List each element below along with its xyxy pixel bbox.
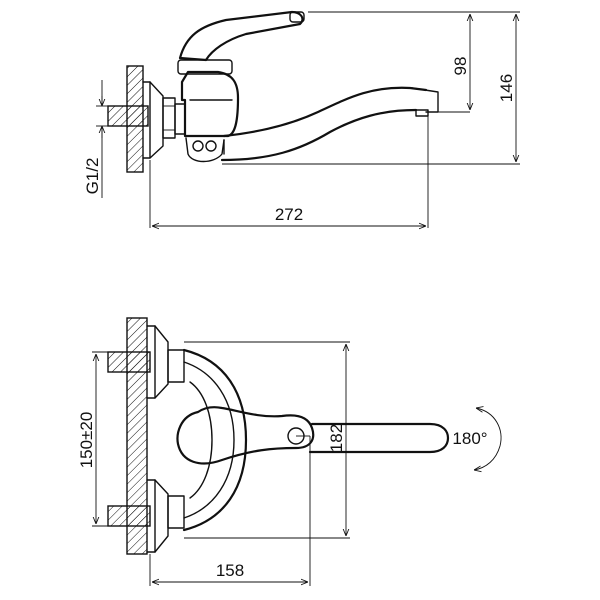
- rotation-angle: 180°: [452, 429, 487, 448]
- dim-handle-length: 182: [327, 424, 346, 452]
- mixer-body: [177, 10, 305, 163]
- side-view: 98 146 272 G1/2: [83, 10, 520, 228]
- dim-centers: 150±20: [77, 412, 96, 469]
- dim-spout-height: 98: [451, 57, 470, 76]
- dim-thread: G1/2: [83, 158, 102, 195]
- dim-depth: 158: [216, 561, 244, 580]
- spout-plan: [308, 422, 450, 454]
- mixer-body-plan: [182, 348, 248, 532]
- dim-total-height: 146: [497, 74, 516, 102]
- dim-spout-length: 272: [275, 205, 303, 224]
- wall-connector: [107, 65, 186, 173]
- spout: [220, 86, 439, 162]
- wall-plate: [107, 317, 185, 555]
- plan-view: 182 150±20 158 180°: [77, 317, 502, 586]
